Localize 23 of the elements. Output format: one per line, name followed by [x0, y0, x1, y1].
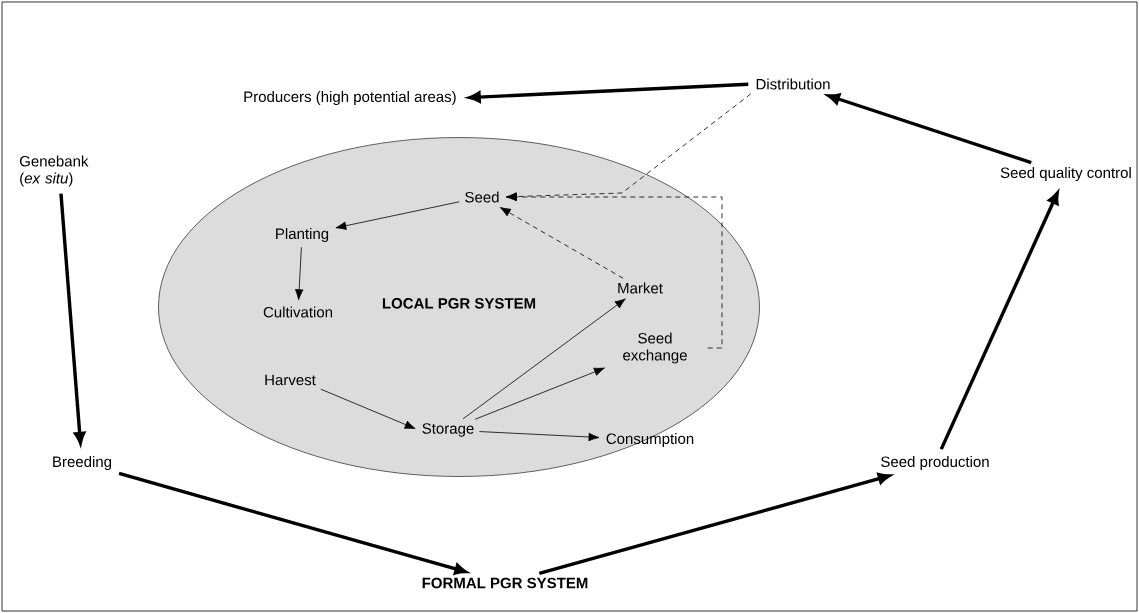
node-label: Seed production: [881, 456, 989, 470]
node-label: Consumption: [606, 433, 694, 447]
node-label: Distribution: [756, 78, 830, 90]
arrow: [479, 431, 600, 442]
arrow: [505, 192, 723, 349]
arrow: [320, 388, 416, 429]
node-label: Harvest: [265, 374, 316, 386]
node-label: Planting: [276, 228, 329, 242]
arrow: [474, 367, 605, 420]
node-label: Seed exchange: [623, 332, 687, 364]
arrow: [499, 207, 624, 279]
node-label: Genebank (ex situ): [19, 155, 89, 187]
node-label: Seed quality control: [1000, 167, 1131, 181]
node-label: Producers (high potential areas): [244, 91, 456, 105]
node-label: Cultivation: [263, 306, 333, 318]
arrow: [335, 201, 460, 230]
node-label: Market: [618, 282, 663, 294]
arrow: [294, 246, 304, 301]
node-label: Storage: [422, 423, 474, 437]
node-label: FORMAL PGR SYSTEM: [422, 577, 588, 589]
node-label: Seed: [465, 191, 499, 203]
node-label: Breeding: [53, 456, 112, 470]
arrow: [462, 298, 626, 420]
